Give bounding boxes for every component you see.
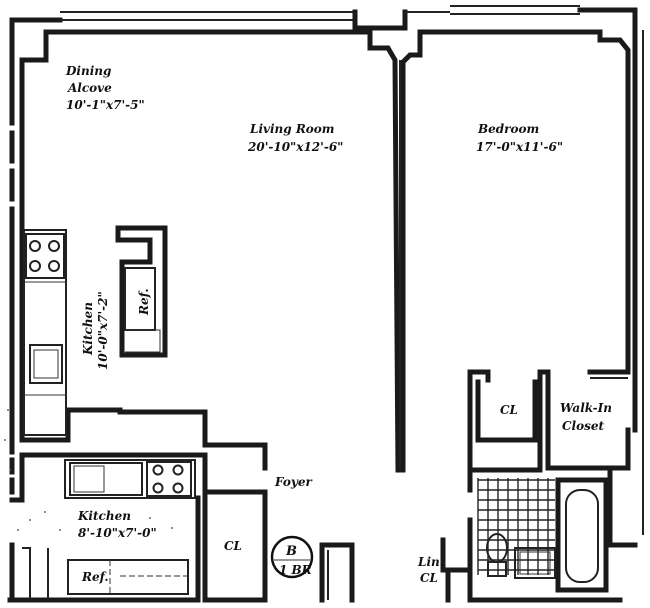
bedroom-size: 17'-0"x11'-6"	[476, 140, 563, 154]
dining-label-line1: Dining	[65, 64, 111, 78]
walk-in-label-line1: Walk-In	[560, 401, 612, 415]
kitchen-vertical-size: 10'-0"x7'-2"	[96, 291, 110, 370]
sink-lower	[69, 462, 143, 496]
dining-label-line2: Alcove	[67, 81, 112, 95]
entry-area	[202, 489, 355, 603]
living-room-size: 20'-10"x12'-6"	[247, 140, 343, 154]
living-room-label: Living Room	[249, 122, 335, 136]
bathroom-tile-grid	[477, 478, 555, 575]
vanity	[514, 547, 556, 579]
ref-upper-label: Ref.	[137, 288, 151, 316]
bathroom	[440, 465, 638, 603]
ref-upper-block	[115, 225, 168, 358]
foyer-label: Foyer	[274, 475, 313, 489]
bedroom-label: Bedroom	[477, 122, 539, 136]
walk-in-label-line2: Closet	[562, 419, 605, 433]
toilet	[486, 533, 508, 577]
kitchen-lower	[4, 409, 268, 603]
bathtub	[555, 477, 609, 593]
exterior-walls	[9, 5, 644, 535]
kitchen-vertical-label: Kitchen	[81, 302, 95, 356]
ref-lower-label: Ref.	[81, 570, 109, 584]
dining-size: 10'-1"x7'-5"	[66, 98, 145, 112]
stove-vertical	[25, 233, 65, 279]
kitchen-floor-texture	[4, 409, 173, 531]
living-room-walls	[19, 29, 631, 473]
stove-lower	[146, 461, 192, 497]
unit-badge	[270, 535, 314, 579]
entry-closet-label: CL	[224, 539, 242, 553]
kitchen-lower-label: Kitchen	[77, 509, 131, 523]
linen-label-line1: Lin.	[417, 555, 444, 569]
bedroom-closet-label: CL	[500, 403, 518, 417]
bedroom-closets	[467, 369, 631, 473]
unit-badge-type: 1 BR	[279, 563, 312, 577]
linen-label-line2: CL	[420, 571, 438, 585]
kitchen-vertical	[19, 222, 268, 471]
kitchen-lower-size: 8'-10"x7'-0"	[78, 526, 157, 540]
unit-badge-letter: B	[285, 544, 297, 559]
sink-vertical	[29, 344, 63, 384]
